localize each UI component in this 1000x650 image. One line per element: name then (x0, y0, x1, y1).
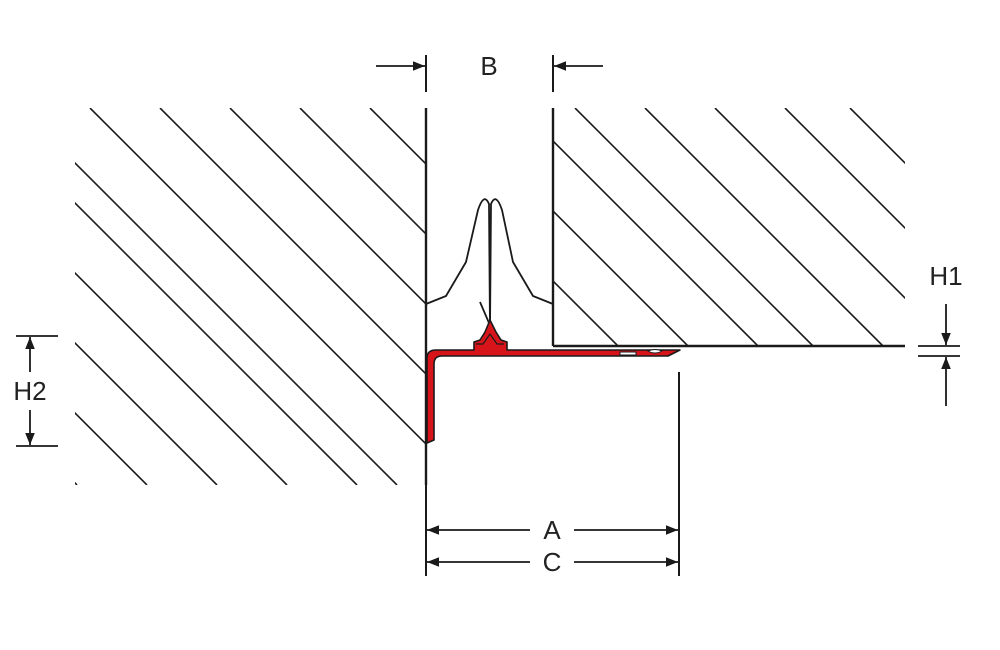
flexible-insert (425, 198, 554, 331)
dimension-b (376, 55, 603, 92)
dimension-h2 (16, 335, 58, 447)
label-h1: H1 (929, 261, 962, 291)
red-profile (426, 319, 681, 444)
right-substrate-hatching (553, 108, 905, 346)
substrate-edges (424, 108, 905, 485)
dimension-a-c (425, 372, 680, 576)
label-b: B (480, 51, 497, 81)
left-substrate-hatching (75, 108, 426, 485)
dimension-h1 (918, 304, 960, 406)
label-c: C (543, 547, 562, 577)
label-h2: H2 (13, 376, 46, 406)
label-a: A (543, 515, 561, 545)
